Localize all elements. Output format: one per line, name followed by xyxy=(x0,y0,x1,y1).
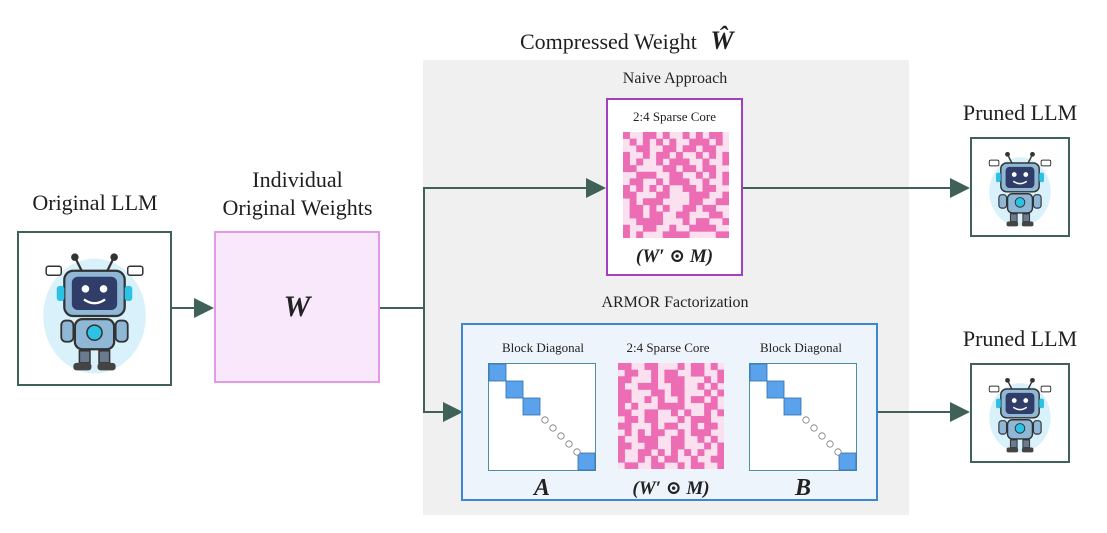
robot-icon xyxy=(988,377,1052,453)
pruned-llm-top-box xyxy=(970,137,1070,237)
pruned-llm-bottom-box xyxy=(970,363,1070,463)
block-diagonal-matrix-a xyxy=(488,363,596,471)
armor-box: Block Diagonal 2:4 Sparse Core Block Dia… xyxy=(461,323,878,501)
robot-icon xyxy=(43,253,146,374)
armor-left-label: Block Diagonal xyxy=(502,340,584,355)
weights-label-line2: Original Weights xyxy=(222,195,373,220)
armor-symbol-a: A xyxy=(533,475,550,501)
naive-core-label: 2:4 Sparse Core xyxy=(632,109,717,124)
armor-sparse-core-matrix xyxy=(618,363,724,469)
naive-formula: (W′ ⊙ M) xyxy=(635,246,714,267)
armor-mid-formula: (W′ ⊙ M) xyxy=(632,478,710,499)
arrow-weights-to-naive xyxy=(380,178,606,309)
naive-approach-heading: Naive Approach xyxy=(622,70,728,87)
armor-heading: ARMOR Factorization xyxy=(601,294,749,311)
block-diagonal-matrix-b xyxy=(749,363,857,471)
compressed-weight-title-text: Compressed Weight xyxy=(520,29,697,54)
pruned-llm-bottom-label: Pruned LLM xyxy=(962,326,1078,351)
sparse-core-matrix xyxy=(623,132,729,238)
weights-label: Individual Original Weights xyxy=(205,166,390,222)
armor-mid-label: 2:4 Sparse Core xyxy=(626,340,710,355)
w-hat-symbol: Ŵ xyxy=(710,26,734,55)
original-weights-box: W xyxy=(214,231,380,383)
original-llm-label: Original LLM xyxy=(32,190,158,215)
pruned-llm-top-label: Pruned LLM xyxy=(962,100,1078,125)
weights-label-line1: Individual xyxy=(252,167,343,192)
robot-icon xyxy=(988,151,1052,227)
naive-approach-box: 2:4 Sparse Core (W′ ⊙ M) xyxy=(606,98,743,276)
w-symbol: W xyxy=(283,290,311,323)
armor-symbol-b: B xyxy=(794,475,811,501)
arrow-weights-to-armor xyxy=(423,308,463,422)
original-llm-box xyxy=(17,231,172,386)
compressed-weight-title: Compressed Weight Ŵ xyxy=(520,26,800,56)
armor-right-label: Block Diagonal xyxy=(760,340,842,355)
